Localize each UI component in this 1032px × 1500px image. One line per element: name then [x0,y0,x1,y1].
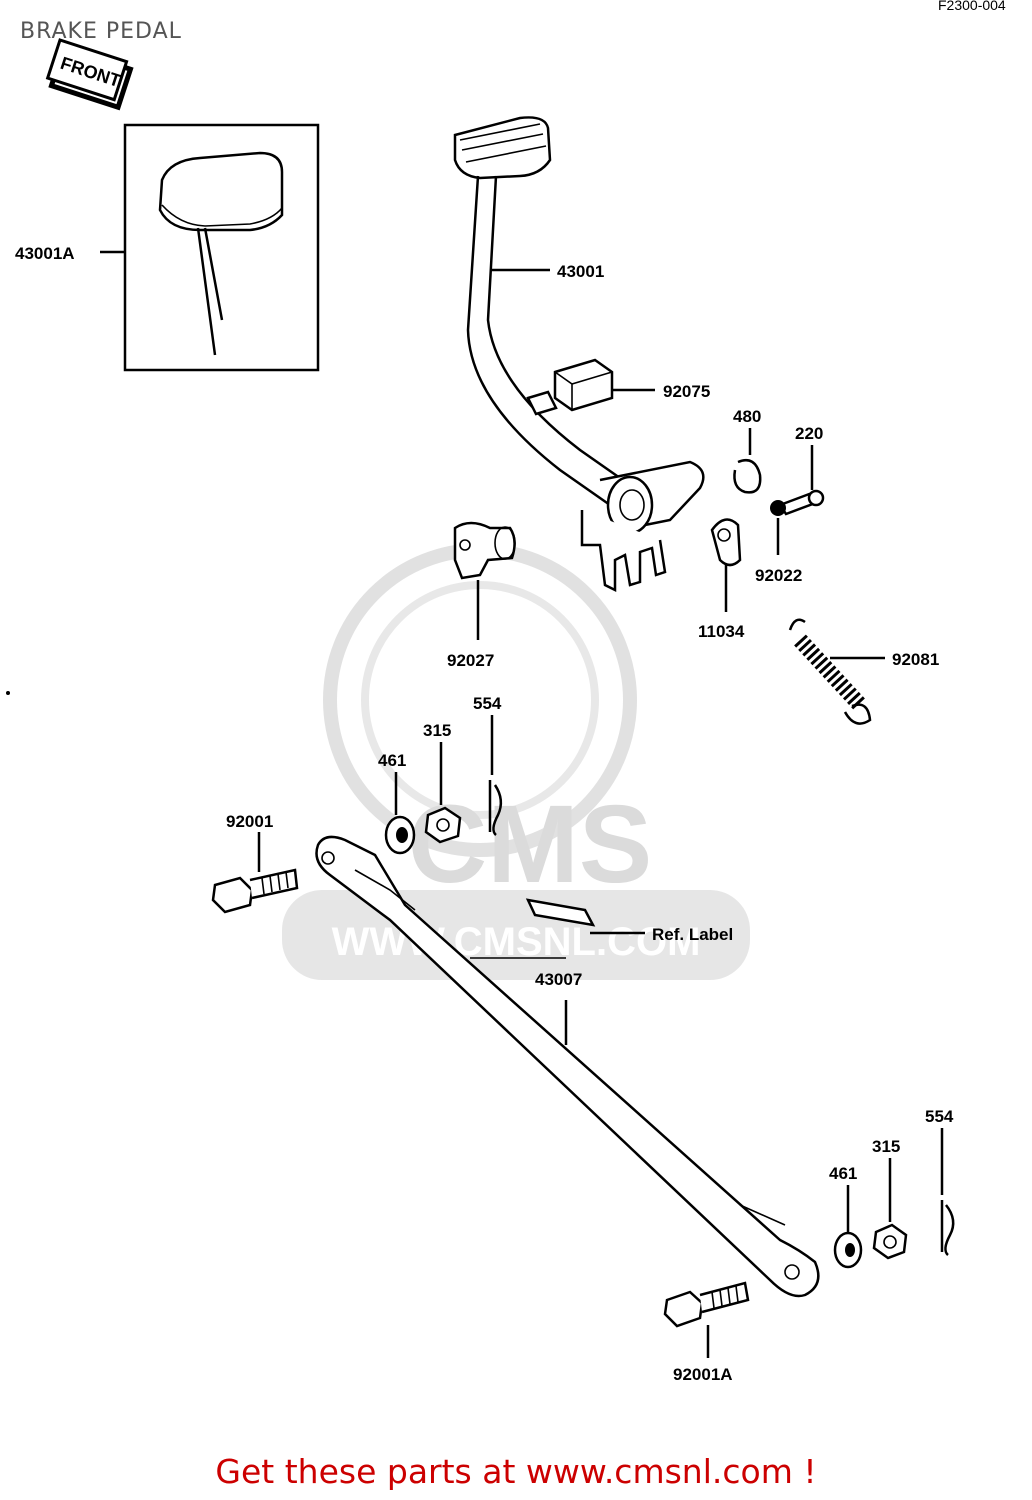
label-554-bottom: 554 [925,1107,954,1126]
label-11034: 11034 [698,622,745,641]
label-92022: 92022 [755,566,802,585]
label-92001A: 92001A [673,1365,733,1384]
bolt-92001A: 92001A [663,1281,750,1384]
watermark-url: WWW.CMSNL.COM [332,920,701,964]
part-92075: 92075 [553,358,710,412]
bolt-92001: 92001 [211,812,299,914]
rod-43007: 43007 [315,835,820,1298]
inset-43001A: 43001A [15,123,320,372]
label-220: 220 [795,424,823,443]
label-43001: 43001 [557,262,604,281]
label-315-top: 315 [423,721,451,740]
part-92027: 92027 [447,521,516,670]
label-92075: 92075 [663,382,710,401]
front-direction-tag: FRONT [45,38,134,111]
label-461-bottom: 461 [829,1164,857,1183]
footer-link-text[interactable]: Get these parts at www.cmsnl.com ! [215,1452,817,1491]
diagram-title: BRAKE PEDAL [20,19,182,44]
label-92081: 92081 [892,650,939,669]
part-92081: 92081 [788,618,939,725]
label-ref-label: Ref. Label [652,925,733,944]
brake-pedal-43001: 43001 [453,116,705,593]
label-43007: 43007 [535,970,582,989]
label-315-bottom: 315 [872,1137,900,1156]
ref-label-sticker: Ref. Label [525,898,733,944]
label-92001: 92001 [226,812,273,831]
label-43001A: 43001A [15,244,75,263]
diagram-code: F2300-004 [938,0,1006,13]
lower-fasteners: 554 315 461 [829,1107,955,1269]
cms-watermark: CMS WWW.CMSNL.COM [282,543,750,980]
watermark-brand: CMS [408,783,652,906]
part-480: 480 [733,407,762,494]
label-480: 480 [733,407,761,426]
label-92027: 92027 [447,651,494,670]
part-11034: 11034 [698,518,745,641]
label-554-top: 554 [473,694,502,713]
part-220-92022: 220 92022 [755,424,825,585]
upper-fasteners: 554 315 461 [378,694,503,855]
label-461-top: 461 [378,751,406,770]
